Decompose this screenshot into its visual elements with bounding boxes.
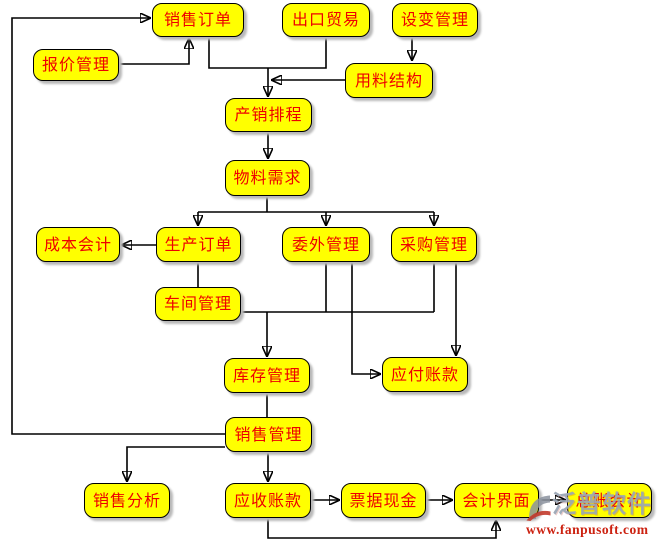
node-label: 应收账款 <box>233 490 302 510</box>
watermark-url: www.fanpusoft.com <box>526 522 649 537</box>
node-quote-management: 报价管理 <box>33 49 119 81</box>
node-outsourcing-management: 委外管理 <box>282 227 370 262</box>
node-accounts-receivable: 应收账款 <box>225 483 311 518</box>
node-label: 销售管理 <box>234 424 303 444</box>
node-general-ledger-accounting: 总账会计 <box>567 483 652 518</box>
node-cost-accounting: 成本会计 <box>36 227 120 262</box>
node-label: 票据现金 <box>349 490 418 510</box>
node-label: 用料结构 <box>354 70 423 90</box>
node-inventory-management: 库存管理 <box>224 358 310 393</box>
edge-mrp-trunk <box>198 196 434 213</box>
node-sales-analysis: 销售分析 <box>84 483 170 518</box>
watermark-brand: 泛普软件 <box>552 490 652 518</box>
node-sales-order: 销售订单 <box>152 3 244 37</box>
node-purchasing-management: 采购管理 <box>391 227 477 262</box>
node-label: 车间管理 <box>163 294 232 313</box>
node-label: 报价管理 <box>41 55 110 74</box>
edge-salesmanagement-salesorder <box>11 18 225 435</box>
fanpu-logo-icon <box>526 495 551 521</box>
node-label: 生产订单 <box>164 234 233 254</box>
node-label: 物料需求 <box>233 168 302 187</box>
node-material-structure: 用料结构 <box>345 63 433 98</box>
node-export-trade: 出口贸易 <box>282 3 370 37</box>
node-label: 销售订单 <box>163 10 232 29</box>
edge-receivable-accountinginterface <box>267 518 496 539</box>
node-accounts-payable: 应付账款 <box>382 357 468 392</box>
node-label: 采购管理 <box>399 234 468 254</box>
node-workshop-management: 车间管理 <box>155 287 241 321</box>
node-label: 库存管理 <box>232 365 301 385</box>
node-label: 产销排程 <box>234 105 303 124</box>
node-label: 销售分析 <box>92 490 161 510</box>
node-production-sales-scheduling: 产销排程 <box>225 98 312 132</box>
edge-salesmanagement-salesanalysis <box>127 446 225 480</box>
edge-outsourcing-payable <box>351 262 379 374</box>
node-sales-management: 销售管理 <box>225 417 312 452</box>
edge-salesorder-export-junction <box>208 37 327 69</box>
node-label: 出口贸易 <box>291 10 360 29</box>
edge-inventory-trunk <box>241 262 435 313</box>
node-design-change-management: 设变管理 <box>392 3 478 37</box>
edge-quote-salesorder <box>119 40 189 65</box>
node-label: 会计界面 <box>462 490 531 510</box>
node-material-requirements: 物料需求 <box>225 160 310 196</box>
node-label: 成本会计 <box>43 234 112 254</box>
node-label: 设变管理 <box>400 10 469 29</box>
node-label: 应付账款 <box>390 364 459 384</box>
node-bills-cash: 票据现金 <box>341 483 426 518</box>
node-label: 总账会计 <box>575 490 644 510</box>
node-accounting-interface: 会计界面 <box>454 483 539 518</box>
watermark: 泛普软件 www.fanpusoft.com <box>526 490 663 538</box>
node-label: 委外管理 <box>291 234 360 254</box>
node-production-order: 生产订单 <box>156 227 241 262</box>
